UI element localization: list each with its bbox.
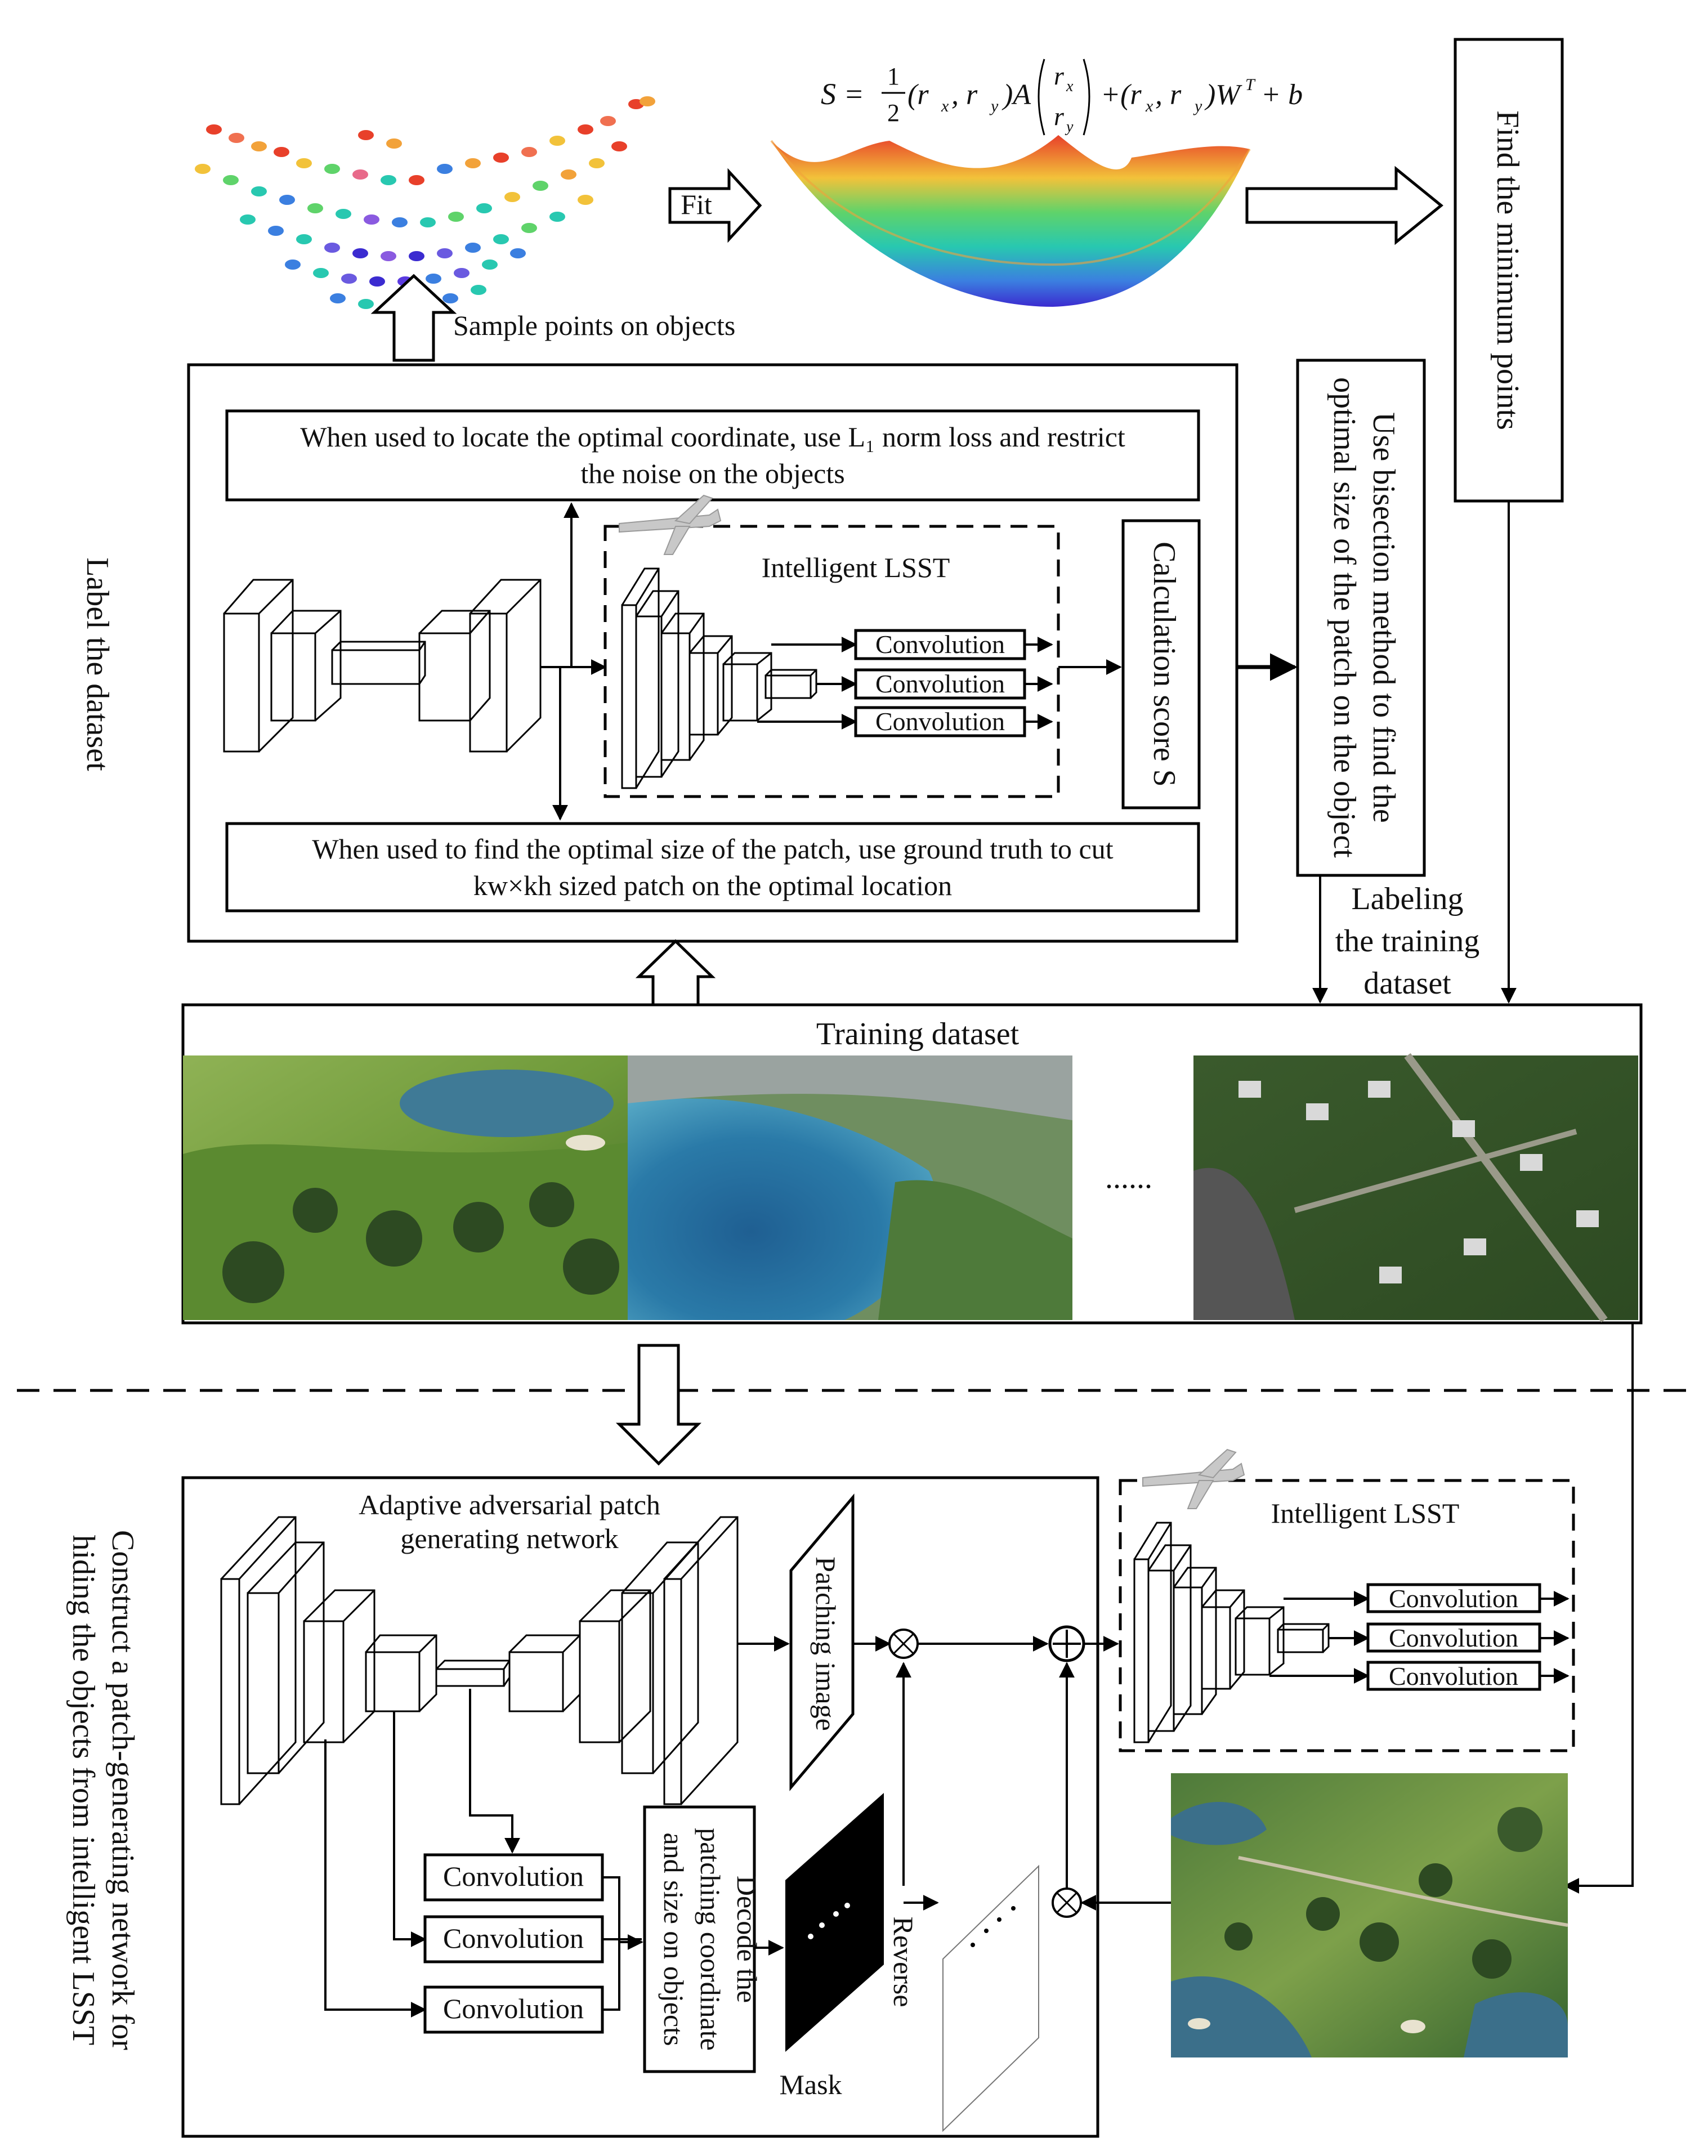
training-ellipsis: ......: [1105, 1160, 1152, 1195]
decode-box: Decode the patching coordinate and size …: [643, 1805, 763, 2073]
lsst-backbone-top: [621, 567, 817, 789]
label-dataset-side: Label the dataset: [80, 557, 115, 771]
mask-image: Mask: [779, 1793, 884, 2100]
gt-box-line1: When used to find the optimal size of th…: [312, 833, 1113, 865]
conv-c-label: Convolution: [443, 1993, 584, 2024]
aircraft-icon: [619, 494, 722, 555]
bisection-line2: optimal size of the patch on the object: [1327, 377, 1362, 858]
sample-points-scatter: [195, 96, 655, 312]
formula-col-bot-sub: y: [1065, 118, 1074, 136]
formula-plus-b: + b: [1261, 79, 1303, 111]
fit-formula: S = 1 2 (r x , r y )A r x r y +(r x , r …: [821, 59, 1303, 136]
l1-loss-box: When used to locate the optimal coordina…: [225, 409, 1200, 502]
mask-label: Mask: [779, 2069, 842, 2100]
construct-side-line2: hiding the objects from intelligent LSST: [66, 1535, 101, 2046]
reversed-mask: [942, 1864, 1039, 2132]
gen-title-line2: generating network: [400, 1523, 618, 1554]
calc-score-box: Calculation score S: [1058, 519, 1201, 809]
formula-half-num: 1: [887, 62, 900, 90]
training-title: Training dataset: [816, 1017, 1020, 1052]
lsst-conv1-bottom: Convolution: [1389, 1584, 1518, 1613]
to-minimum-arrow: [1245, 165, 1443, 245]
fit-label: Fit: [681, 189, 712, 220]
training-down-arrow: [615, 1344, 702, 1466]
aircraft-icon-bottom: [1142, 1448, 1245, 1509]
find-minimum-box: Find the minimum points: [1454, 38, 1564, 503]
formula-sup-t: T: [1245, 75, 1256, 94]
decode-line1: Decode the: [731, 1876, 763, 2003]
generator-blocks: [220, 1516, 739, 1805]
lsst-conv3-bottom: Convolution: [1389, 1662, 1518, 1690]
conv-c-to-decode: [602, 1942, 620, 2011]
labeling-line3: dataset: [1363, 966, 1451, 1001]
lsst-box-top: Intelligent LSST Convolution Convolution…: [603, 494, 1060, 798]
lsst-conv1-top: Convolution: [875, 630, 1005, 659]
bisection-box: Use bisection method to find the optimal…: [1296, 359, 1426, 877]
town-image: [1193, 1053, 1638, 1323]
conv-b-label: Convolution: [443, 1922, 584, 1954]
golf-course-image: [183, 1055, 628, 1320]
gen-title-line1: Adaptive adversarial patch: [359, 1489, 660, 1520]
ground-truth-box: When used to find the optimal size of th…: [225, 822, 1200, 913]
construct-side-line1: Construct a patch-generating network for: [105, 1530, 140, 2050]
training-to-aerial-line: [1563, 1323, 1634, 1894]
formula-lhs: S =: [821, 77, 864, 111]
gt-box-line2: kw×kh sized patch on the optimal locatio…: [473, 870, 952, 901]
fitted-surface: [770, 135, 1251, 307]
l1-box-line2: the noise on the objects: [580, 458, 844, 489]
coastline-image: [628, 1055, 1072, 1320]
training-up-arrow: [635, 939, 716, 1007]
lsst-title-top: Intelligent LSST: [762, 552, 950, 583]
sample-label: Sample points on objects: [453, 310, 735, 341]
formula-sub-x: x: [941, 97, 949, 115]
formula-plus-row: +(r: [1101, 79, 1142, 111]
calc-score-label: Calculation score S: [1147, 542, 1182, 786]
formula-sub-y2: y: [1193, 97, 1202, 115]
labeling-label: Labeling the training dataset: [1335, 882, 1480, 1001]
decode-line3: and size on objects: [658, 1832, 690, 2046]
add-node: [1048, 1625, 1085, 1662]
conv-stack-bottom: Convolution Convolution Convolution: [423, 1853, 604, 2034]
bisection-line1: Use bisection method to find the: [1366, 412, 1401, 822]
lsst-title-bottom: Intelligent LSST: [1271, 1497, 1460, 1529]
patching-image: Patching image: [789, 1493, 855, 1791]
labeling-line1: Labeling: [1351, 882, 1463, 916]
decode-line2: patching coordinate: [695, 1828, 726, 2051]
lsst-box-bottom: Intelligent LSST Convolution Convolution…: [1119, 1448, 1575, 1752]
fit-arrow: Fit: [668, 168, 762, 243]
training-dataset-frame: Training dataset ......: [181, 1003, 1643, 1325]
formula-close-a: )A: [1001, 79, 1031, 111]
formula-sub-x2: x: [1145, 97, 1153, 115]
lsst-conv2-bottom: Convolution: [1389, 1623, 1518, 1652]
formula-half-den: 2: [887, 99, 900, 127]
formula-col-bot: r: [1054, 102, 1065, 131]
lsst-conv3-top: Convolution: [875, 707, 1005, 736]
lsst-conv2-top: Convolution: [875, 669, 1005, 698]
formula-row-open: (r: [907, 79, 929, 111]
multiply-node-top: [853, 1629, 919, 1659]
conv-a-label: Convolution: [443, 1860, 584, 1892]
skip-conv-c: [324, 1739, 427, 2018]
skip-conv-b: [393, 1711, 427, 1947]
unet-blocks-top: [223, 579, 542, 753]
patching-image-label: Patching image: [810, 1556, 842, 1731]
formula-sub-y: y: [989, 97, 999, 115]
find-minimum-label: Find the minimum points: [1490, 110, 1525, 430]
formula-col-top: r: [1054, 61, 1065, 90]
formula-comma: , r: [951, 79, 978, 111]
formula-comma2: , r: [1155, 79, 1182, 111]
formula-close-w: )W: [1204, 79, 1242, 111]
sample-up-arrow: Sample points on objects: [370, 274, 735, 362]
l1-box-line1: When used to locate the optimal coordina…: [300, 421, 1125, 453]
conv-a-to-decode: [602, 1876, 643, 1950]
reverse-label: Reverse: [888, 1916, 919, 2007]
aerial-golf-image: [1171, 1773, 1568, 2057]
lsst-backbone-bottom: [1133, 1522, 1330, 1743]
multiply-node-bottom: [1052, 1887, 1082, 1918]
formula-col-top-sub: x: [1066, 78, 1074, 95]
labeling-line2: the training: [1335, 924, 1480, 959]
skip-conv-a: [469, 1689, 520, 1854]
